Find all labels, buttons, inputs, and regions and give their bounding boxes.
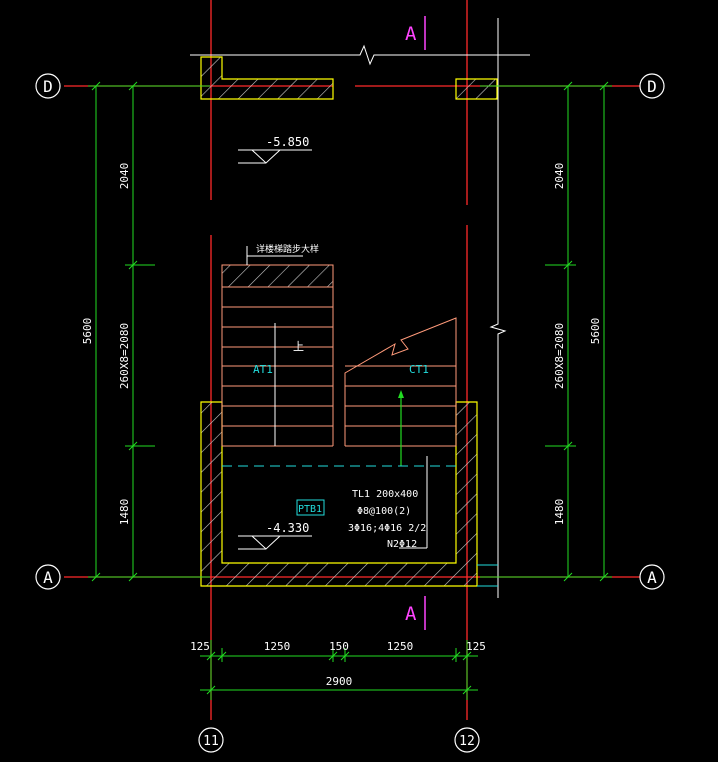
top-wall-right bbox=[455, 78, 498, 100]
dimension-lines bbox=[88, 81, 612, 700]
ptb1-label: PTB1 bbox=[298, 504, 322, 515]
dim-bottom-4: 1250 bbox=[387, 640, 414, 653]
axis-bubble-A-left: A bbox=[35, 564, 61, 590]
axis-bubble-12: 12 bbox=[454, 727, 480, 753]
elevation-lower bbox=[238, 535, 312, 550]
tl1-side-label: N2Φ12 bbox=[387, 539, 417, 550]
section-mark-top: A bbox=[405, 16, 426, 50]
axis-label-11: 11 bbox=[203, 734, 219, 749]
stair-detail-note: 详楼梯踏步大样 bbox=[256, 243, 319, 255]
dim-left-top: 2040 bbox=[118, 163, 131, 190]
axis-bubble-11: 11 bbox=[198, 727, 224, 753]
dim-left-bottom: 1480 bbox=[118, 499, 131, 526]
dim-bottom-3: 150 bbox=[329, 640, 349, 653]
axis-bubble-D-left: D bbox=[35, 73, 61, 99]
at1-label: AT1 bbox=[253, 363, 273, 376]
dim-left-middle: 260X8=2080 bbox=[118, 323, 131, 389]
tl1-size-label: TL1 200x400 bbox=[352, 489, 418, 500]
axis-bubble-A-right: A bbox=[639, 564, 665, 590]
axis-bubble-D-right: D bbox=[639, 73, 665, 99]
axis-label-D-left: D bbox=[43, 77, 53, 96]
elevation-lower-label: -4.330 bbox=[266, 521, 309, 535]
elevation-upper-label: -5.850 bbox=[266, 135, 309, 149]
dim-right-middle: 260X8=2080 bbox=[553, 323, 566, 389]
stair-at1 bbox=[221, 264, 334, 447]
up-label: 上 bbox=[293, 340, 304, 353]
break-line-right bbox=[489, 18, 507, 598]
ct1-arrow-head bbox=[398, 390, 404, 398]
dim-right-top: 2040 bbox=[553, 163, 566, 190]
tl1-stirrup-label: Φ8@100(2) bbox=[357, 506, 411, 517]
axis-label-12: 12 bbox=[459, 734, 475, 749]
dim-right-total: 5600 bbox=[589, 318, 602, 345]
dim-bottom-1: 125 bbox=[190, 640, 210, 653]
axis-label-A-right: A bbox=[647, 568, 657, 587]
axis-label-D-right: D bbox=[647, 77, 657, 96]
ct1-label: CT1 bbox=[409, 363, 429, 376]
dim-bottom-5: 125 bbox=[466, 640, 486, 653]
break-line-top bbox=[190, 44, 530, 66]
elevation-upper bbox=[238, 149, 312, 164]
dim-right-bottom: 1480 bbox=[553, 499, 566, 526]
tl1-main-label: 3Φ16;4Φ16 2/2 bbox=[348, 523, 426, 534]
axis-label-A-left: A bbox=[43, 568, 53, 587]
section-label-top: A bbox=[405, 23, 417, 45]
section-label-bottom: A bbox=[405, 603, 417, 625]
top-wall-left bbox=[200, 56, 334, 100]
dim-bottom-total: 2900 bbox=[326, 675, 353, 688]
dim-left-total: 5600 bbox=[81, 318, 94, 345]
section-mark-bottom: A bbox=[405, 596, 426, 630]
dim-bottom-2: 1250 bbox=[264, 640, 291, 653]
ptb1-box bbox=[296, 499, 325, 516]
